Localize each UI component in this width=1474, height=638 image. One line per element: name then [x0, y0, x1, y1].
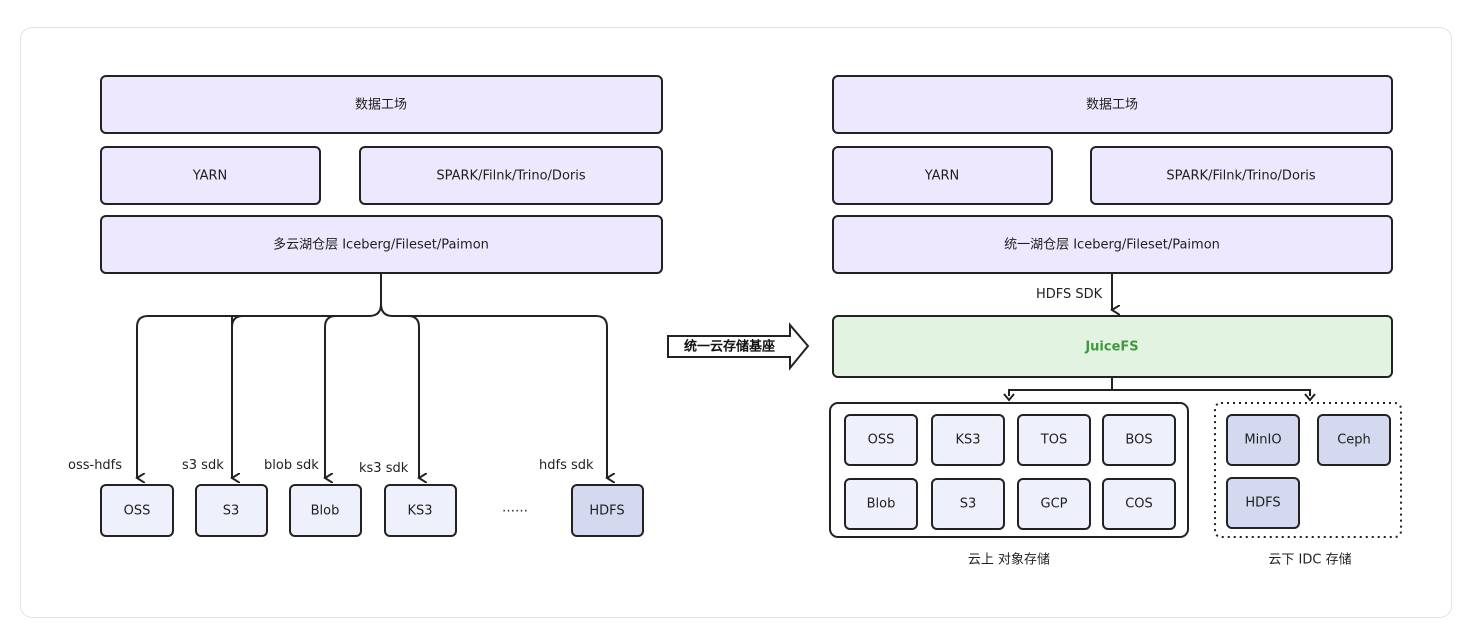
cloud-item-bos	[1102, 414, 1176, 466]
transition-label: 统一云存储基座	[684, 339, 775, 355]
left-store-s3	[195, 484, 268, 537]
cloud-item-ks3-label: KS3	[955, 433, 980, 448]
cloud-item-tos-label: TOS	[1040, 433, 1067, 448]
curve-blob	[324, 315, 337, 328]
right-top-layer-box	[832, 75, 1393, 134]
right-scheduler-box	[832, 146, 1053, 205]
left-store-blob-label: Blob	[311, 504, 340, 519]
left-architecture: 数据工场 YARN SPARK/Filnk/Trino/Doris 多云湖仓层 …	[68, 75, 663, 537]
right-engines-box	[1090, 146, 1393, 205]
sdk-label-s3: s3 sdk	[182, 458, 224, 473]
sdk-label-ks3: ks3 sdk	[359, 461, 409, 476]
left-engines-box	[359, 146, 663, 205]
left-store-ks3	[384, 484, 457, 537]
left-store-oss-label: OSS	[124, 504, 151, 519]
sdk-label-oss: oss-hdfs	[68, 458, 122, 473]
right-architecture: 数据工场 YARN SPARK/Filnk/Trino/Doris 统一湖仓层 …	[829, 75, 1402, 568]
left-bus-line-b	[380, 303, 608, 328]
idc-item-ceph-label: Ceph	[1337, 433, 1371, 448]
juicefs-fanout	[1008, 389, 1311, 396]
left-ellipsis: ……	[502, 501, 528, 516]
right-lake-layer-label: 统一湖仓层 Iceberg/Fileset/Paimon	[1004, 238, 1220, 253]
cloud-storage-group	[829, 402, 1189, 538]
cloud-item-blob-label: Blob	[867, 497, 896, 512]
cloud-item-s3-label: S3	[960, 497, 977, 512]
idc-group-caption: 云下 IDC 存储	[1268, 553, 1351, 568]
transition-arrow: 统一云存储基座	[667, 322, 810, 371]
cloud-item-gcp	[1017, 478, 1091, 530]
idc-item-minio-label: MinIO	[1244, 433, 1281, 448]
cloud-group-caption: 云上 对象存储	[968, 553, 1050, 568]
left-top-layer-label: 数据工场	[355, 98, 407, 113]
left-top-layer-box	[100, 75, 663, 134]
cloud-item-s3	[931, 478, 1005, 530]
left-bus-line-a	[136, 273, 382, 328]
left-store-blob	[289, 484, 362, 537]
idc-item-hdfs	[1226, 477, 1300, 529]
left-lake-layer-label: 多云湖仓层 Iceberg/Fileset/Paimon	[273, 237, 489, 253]
left-scheduler-box	[100, 146, 321, 205]
juicefs-label: JuiceFS	[1084, 340, 1138, 355]
left-store-oss	[100, 484, 174, 537]
idc-item-ceph	[1317, 414, 1391, 466]
left-engines-label: SPARK/Filnk/Trino/Doris	[436, 169, 585, 184]
big-right-arrow-icon	[667, 322, 810, 371]
curve-ks3	[407, 315, 420, 328]
left-store-hdfs-label: HDFS	[589, 504, 624, 519]
right-engines-label: SPARK/Filnk/Trino/Doris	[1166, 169, 1315, 184]
left-store-s3-label: S3	[223, 504, 240, 519]
sdk-label-hdfs: hdfs sdk	[539, 458, 594, 473]
left-store-ks3-label: KS3	[407, 504, 432, 519]
cloud-item-bos-label: BOS	[1125, 433, 1152, 448]
hdfs-sdk-label: HDFS SDK	[1036, 287, 1103, 302]
cloud-item-tos	[1017, 414, 1091, 466]
right-scheduler-label: YARN	[924, 169, 960, 184]
diagram-frame	[20, 27, 1452, 618]
fanout-arrow-cloud-icon	[1003, 393, 1015, 402]
cloud-item-cos	[1102, 478, 1176, 530]
idc-item-minio	[1226, 414, 1300, 466]
cloud-item-blob	[844, 478, 918, 530]
cloud-item-cos-label: COS	[1125, 497, 1153, 512]
cloud-item-ks3	[931, 414, 1005, 466]
cloud-item-oss-label: OSS	[868, 433, 895, 448]
curve-s3	[231, 315, 244, 328]
cloud-item-gcp-label: GCP	[1041, 497, 1068, 512]
fanout-arrow-idc-icon	[1304, 393, 1316, 402]
left-store-hdfs	[571, 484, 644, 537]
idc-storage-group	[1214, 402, 1402, 538]
right-top-layer-label: 数据工场	[1086, 98, 1138, 113]
cloud-item-oss	[844, 414, 918, 466]
sdk-label-blob: blob sdk	[264, 458, 319, 473]
left-scheduler-label: YARN	[192, 169, 228, 184]
idc-item-hdfs-label: HDFS	[1245, 496, 1280, 511]
